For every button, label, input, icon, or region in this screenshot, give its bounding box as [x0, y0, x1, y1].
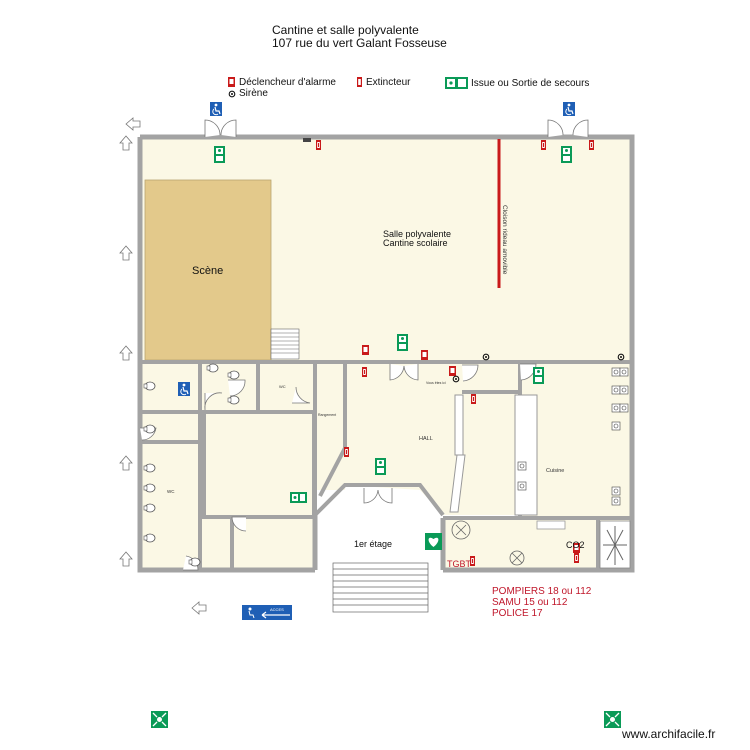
kitchen-island	[514, 394, 538, 516]
outdoor-stairs	[332, 562, 429, 613]
hall-label-line2: Cantine scolaire	[383, 238, 448, 248]
stage-label: Scène	[192, 265, 223, 277]
accessible-entrance-icon-2	[562, 101, 576, 117]
hall-counter	[454, 394, 464, 456]
legend-alarm-label: Déclencheur d'alarme	[239, 77, 336, 88]
plan-title-line1: Cantine et salle polyvalente	[272, 23, 419, 37]
partition-label: Cloison rideau amovible	[501, 205, 508, 275]
legend-extinguisher: Extincteur	[357, 77, 410, 88]
entrance-hall-label: HALL	[419, 436, 433, 442]
stage-area	[144, 179, 272, 361]
defibrillator-icon	[425, 533, 442, 550]
emergency-police: POLICE 17	[492, 608, 543, 619]
hall-floor	[345, 362, 520, 515]
legend-exit-label: Issue ou Sortie de secours	[471, 77, 590, 89]
hall-label-line1: Salle polyvalente	[383, 229, 451, 239]
legend-alarm: Déclencheur d'alarme	[228, 77, 336, 88]
emergency-numbers: POMPIERS 18 ou 112 SAMU 15 ou 112 POLICE…	[492, 586, 591, 619]
co2-label: CO2	[566, 540, 585, 550]
legend-extinguisher-label: Extincteur	[366, 77, 411, 88]
hall-counter-curve	[449, 454, 466, 513]
plan-title-line2: 107 rue du vert Galant Fosseuse	[272, 36, 447, 50]
kitchen-label: Cuisine	[546, 468, 564, 474]
exterior-walls	[137, 134, 635, 573]
legend-siren-label: Sirène	[239, 88, 268, 99]
alarm-trigger-icon	[228, 77, 235, 87]
wall-panel	[303, 138, 311, 142]
legend-exit: Issue ou Sortie de secours	[445, 77, 589, 89]
emergency-samu: SAMU 15 ou 112	[492, 597, 568, 608]
stage-stairs	[270, 328, 300, 360]
access-sign-label: ACCES	[270, 607, 284, 612]
legend-siren: Sirène	[228, 88, 268, 99]
access-sign	[242, 605, 292, 620]
you-are-here-label: Vous êtes ici	[426, 381, 446, 385]
extinguisher-icon	[357, 77, 362, 87]
doors	[140, 119, 589, 571]
wc-large-label: WC	[167, 489, 175, 494]
assembly-point-icon	[151, 711, 168, 728]
switchboard-label: TGBT	[447, 559, 472, 569]
siren-icon	[228, 90, 236, 97]
accessible-wc-icon	[177, 381, 191, 397]
footer-watermark: www.archifacile.fr	[622, 727, 716, 741]
kitchen-appliances	[517, 367, 631, 569]
assembly-point-icon-2	[604, 711, 621, 728]
fan-unit	[451, 520, 525, 566]
wc-small-label: WC	[279, 384, 286, 389]
lower-left-floor	[140, 362, 315, 570]
emergency-exit-icon	[445, 77, 468, 89]
storage-label: Rangement	[318, 413, 336, 417]
storage-floor	[315, 362, 345, 490]
emergency-firefighters: POMPIERS 18 ou 112	[492, 586, 592, 597]
first-floor-label: 1er étage	[354, 539, 392, 549]
accessible-entrance-icon	[209, 101, 223, 117]
